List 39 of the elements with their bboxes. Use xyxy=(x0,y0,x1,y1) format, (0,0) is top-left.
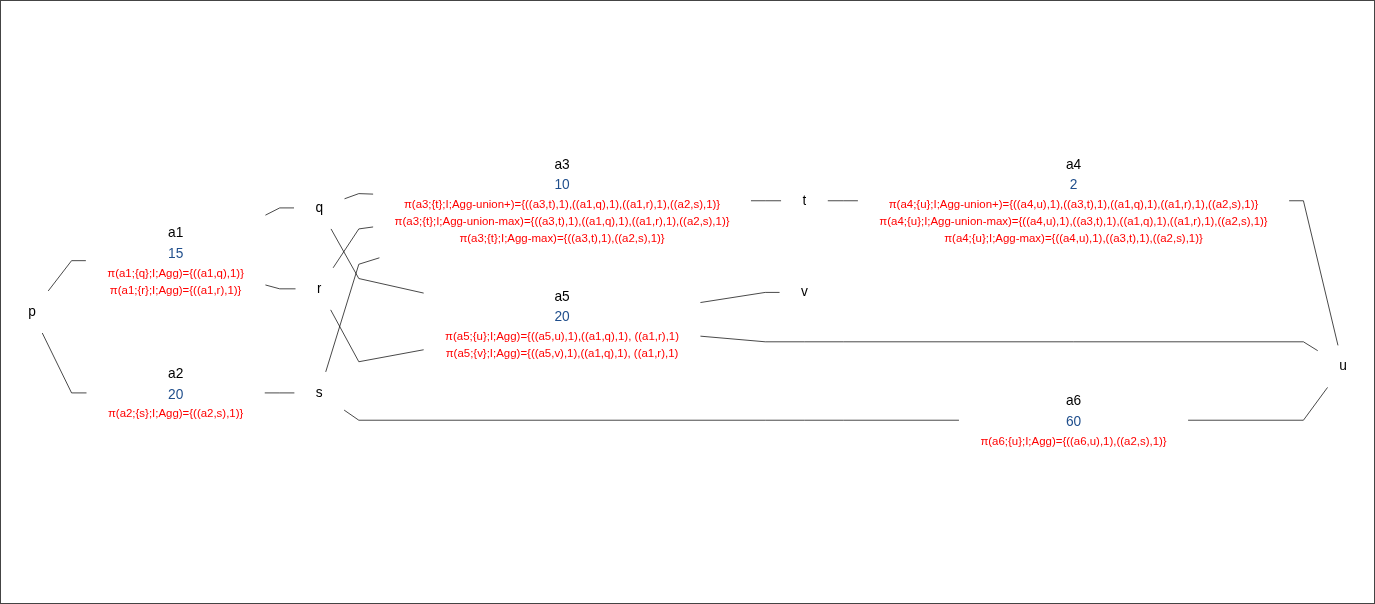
node-label: π(a3;{t};I;Agg-union+)={((a3,t),1),((a1,q),1),((a1,r),1),((a2,s),1)} xyxy=(403,197,721,210)
node-text: q xyxy=(315,199,324,215)
node-label: π(a6;{u};I;Agg)={((a6,u),1),((a2,s),1)} xyxy=(980,434,1167,447)
node-text: a3 10 xyxy=(554,156,570,193)
connector xyxy=(332,226,374,269)
node-text: a5 20 xyxy=(554,288,570,325)
node-label: π(a1;{r};I;Agg)={((a1,r),1)} xyxy=(109,283,242,296)
connector xyxy=(700,292,780,303)
connector xyxy=(265,284,296,290)
connector xyxy=(1187,387,1328,421)
node-label: π(a3;{t};I;Agg-union-max)={((a3,t),1),((a1,q),1),((a1,r),1),((a2,s),1)} xyxy=(394,214,730,228)
connector xyxy=(330,228,424,294)
node-label: π(a5;{v};I;Agg)={((a5,v),1),((a1,q),1), ((a1,r),1) xyxy=(445,346,679,360)
node-label: π(a4;{u};I;Agg-union-max)={((a4,u),1),((a3,t),1),((a1,q),1),((a1,r),1),((a2,s),1)} xyxy=(879,214,1268,228)
node-text: u xyxy=(1339,358,1347,374)
node-text: a2 20 xyxy=(168,365,184,402)
node-label: π(a4;{u};I;Agg-union+)={((a4,u),1),((a3,t),1),((a1,q),1),((a1,r),1),((a2,s),1)} xyxy=(888,197,1259,210)
node-text: s xyxy=(315,384,323,400)
node-text: t xyxy=(802,192,807,208)
node-text: a4 2 xyxy=(1065,156,1082,193)
node-text: a1 15 xyxy=(168,225,184,261)
connector xyxy=(265,207,295,216)
connector xyxy=(1288,200,1339,346)
node-label: π(a3;{t};I;Agg-max)={((a3,t),1),((a2,s),1)} xyxy=(459,232,665,245)
connector xyxy=(47,260,87,292)
connector xyxy=(343,409,960,421)
node-label: π(a1;{q};I;Agg)={((a1,q),1)} xyxy=(107,266,244,279)
node-text: v xyxy=(801,284,808,300)
connector xyxy=(344,193,374,200)
node-label: π(a4;{u};I;Agg-max)={((a4,u),1),((a3,t),1),((a2,s),1)} xyxy=(944,232,1203,245)
node-label: π(a5;{u};I;Agg)={((a5,u),1),((a1,q),1), ((a1,r),1) xyxy=(445,329,679,342)
connector xyxy=(325,257,380,373)
node-text: a6 60 xyxy=(1065,393,1082,429)
connector xyxy=(330,309,424,363)
connector xyxy=(700,335,1319,352)
node-text: r xyxy=(316,280,322,296)
node-label: π(a2;{s};I;Agg)={((a2,s),1)} xyxy=(107,407,244,420)
node-text: p xyxy=(28,303,36,319)
connector xyxy=(41,332,87,394)
